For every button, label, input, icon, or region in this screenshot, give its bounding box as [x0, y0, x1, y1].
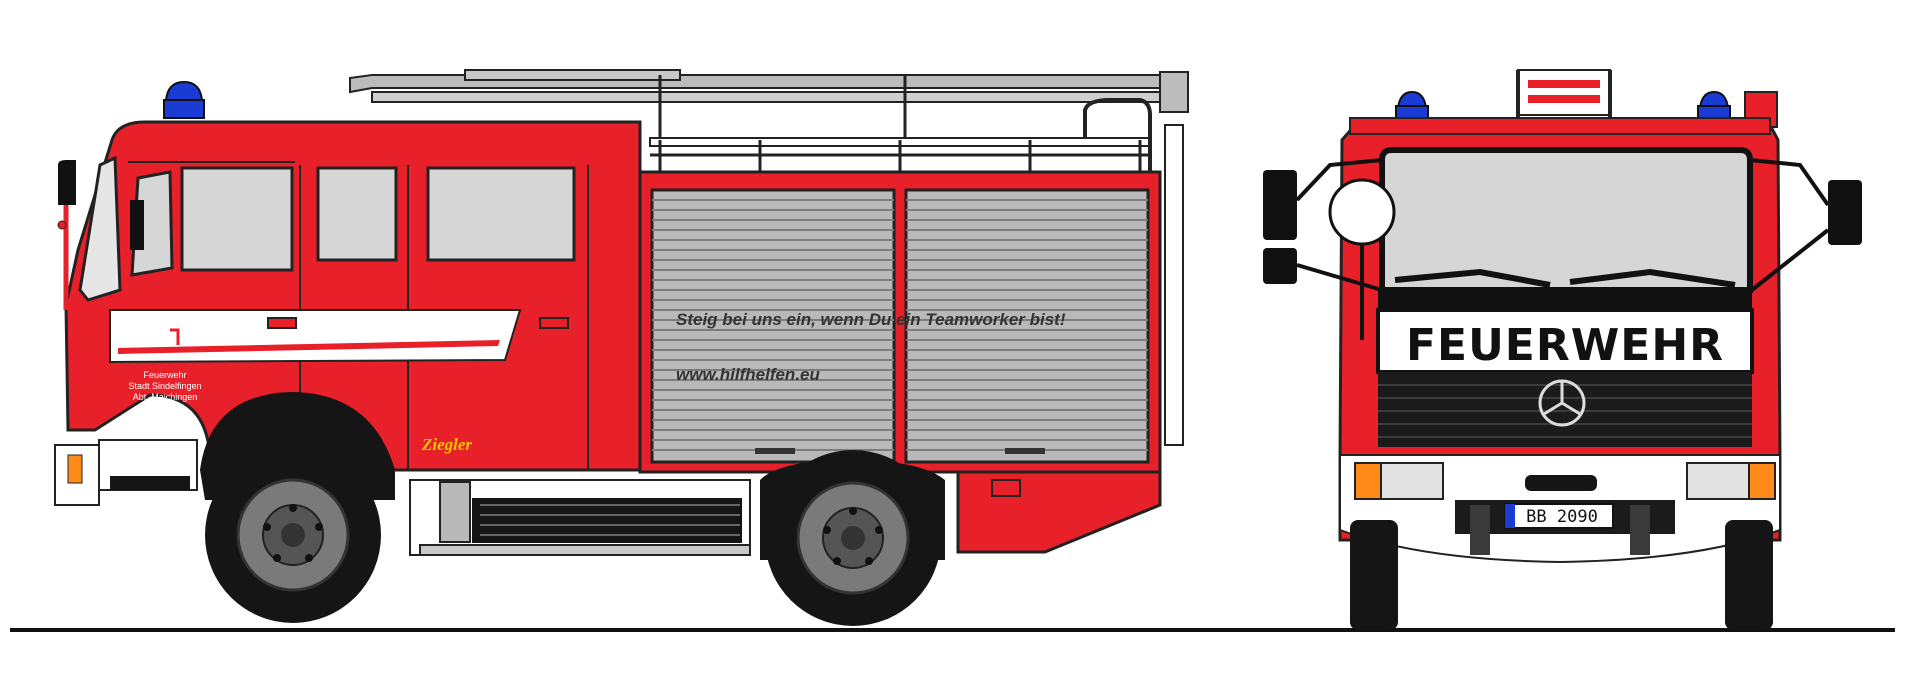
rear-wheel [765, 450, 941, 626]
search-light [1328, 178, 1396, 340]
cab-white-stripe [109, 309, 522, 364]
roof-ladder [349, 69, 1189, 140]
front-bumper-side [54, 439, 198, 506]
cab-window-1 [180, 166, 294, 272]
front-tire-right [1725, 520, 1773, 630]
door-text-line: Stadt Sindelfingen [128, 381, 201, 391]
side-blue-beacon [163, 80, 205, 119]
front-roof-ladder [1516, 69, 1612, 118]
door-text-line: Feuerwehr [143, 370, 186, 380]
roller-shutter-right [904, 188, 1150, 464]
feuerwehr-banner [1376, 308, 1754, 374]
feuerwehr-label: FEUERWEHR [1406, 320, 1724, 371]
cab-window-3 [426, 166, 576, 262]
roof-rail [649, 98, 1152, 172]
underbody [409, 479, 751, 556]
shutter-url: www.hilfhelfen.eu [676, 365, 820, 384]
front-view: FEUERWEHR BB 2090 [1263, 69, 1862, 630]
mercedes-star-icon [1538, 379, 1586, 427]
door-handle [539, 317, 569, 329]
license-plate-text: BB 2090 [1526, 507, 1598, 527]
front-wheel [205, 447, 381, 623]
wiper [1394, 268, 1551, 288]
front-blue-beacon-left [1395, 90, 1429, 121]
cab-window-2 [316, 166, 398, 262]
side-view: Feuerwehr Stadt Sindelfingen Abt. Maichi… [54, 69, 1189, 626]
front-mirror-right [1749, 158, 1862, 292]
rear-ladder [1164, 124, 1184, 446]
license-plate: BB 2090 [1504, 503, 1614, 529]
front-mirror-left [1263, 158, 1383, 292]
wiper [1569, 268, 1736, 288]
roller-shutter-left [650, 188, 896, 464]
windshield-side [78, 155, 122, 302]
door-handle [267, 317, 297, 329]
front-tire-left [1350, 520, 1398, 630]
rear-compartment [956, 470, 1162, 554]
shutter-slogan: Steig bei uns ein, wenn Du ein Teamworke… [676, 310, 1066, 329]
side-mirror [57, 160, 144, 310]
front-grille [1378, 372, 1752, 447]
ziegler-logo: Ziegler [421, 435, 472, 454]
front-blue-beacon-right [1697, 90, 1731, 121]
bumper-slot [1525, 475, 1597, 491]
front-windshield [1379, 147, 1753, 293]
door-text-line: Abt. Maichingen [133, 392, 198, 402]
